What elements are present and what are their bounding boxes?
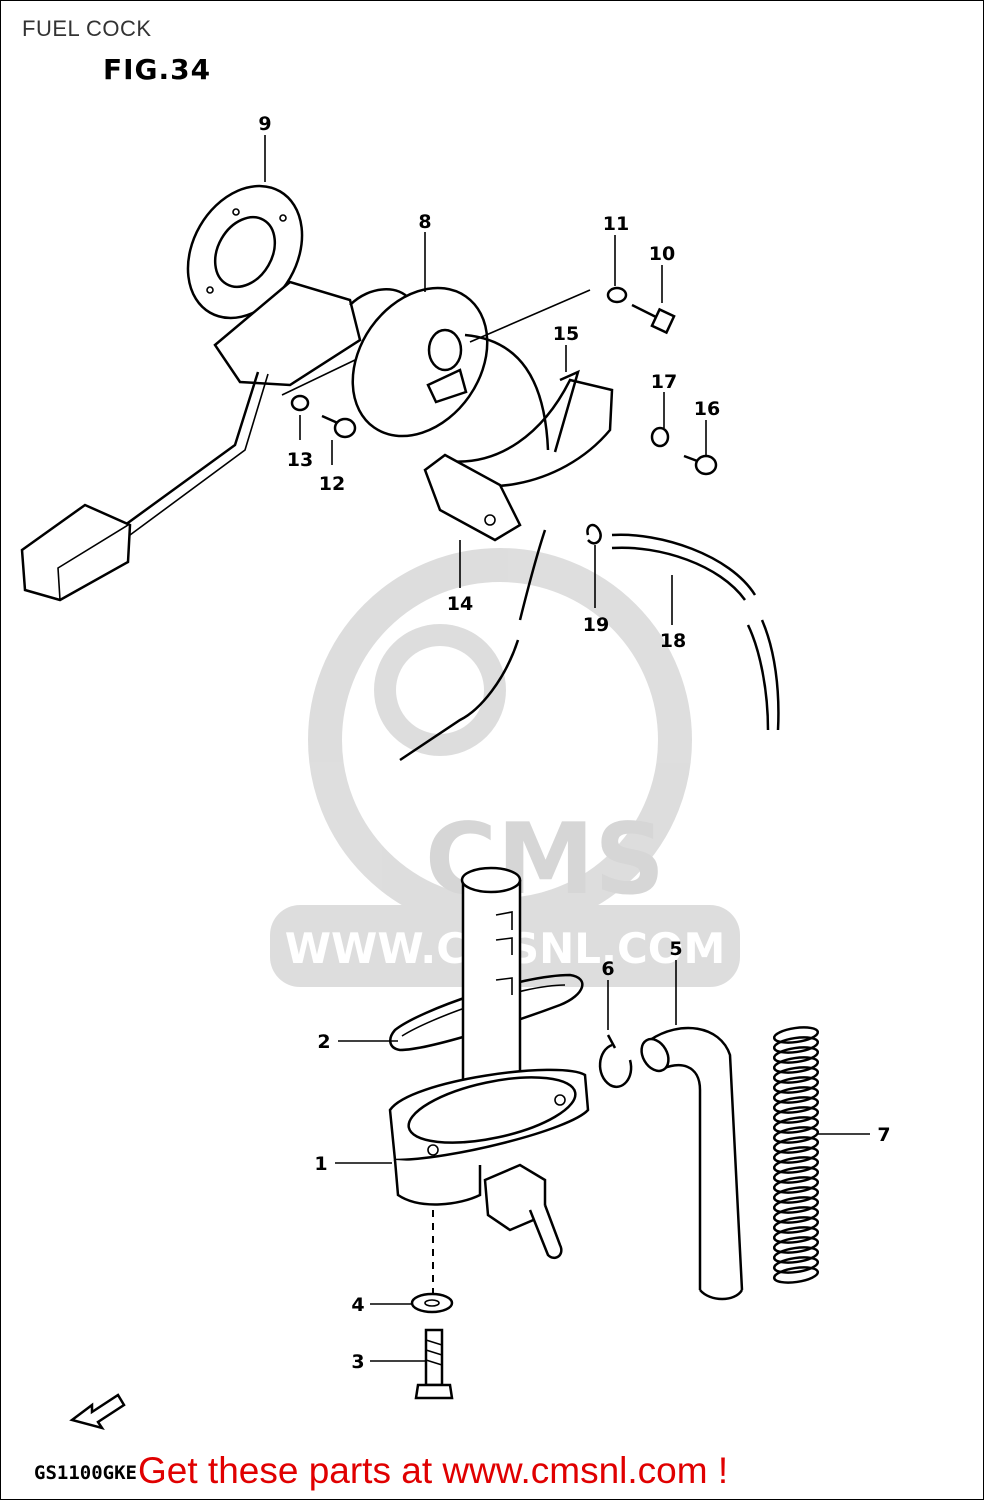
callout-18: 18 — [660, 630, 686, 652]
part-12-screw — [321, 414, 357, 439]
spring-coil — [772, 1076, 820, 1094]
spring-coil — [772, 1036, 820, 1054]
spring-coil — [772, 1226, 820, 1244]
spring-coil — [772, 1106, 820, 1124]
callout-8: 8 — [418, 211, 431, 233]
spring-coil — [772, 1246, 820, 1264]
part-17-washer — [650, 426, 670, 448]
callout-1: 1 — [314, 1153, 327, 1175]
front-arrow-icon — [69, 1393, 126, 1431]
callout-9: 9 — [258, 113, 271, 135]
leader-lines — [264, 135, 870, 1362]
spring-coil — [772, 1216, 820, 1234]
part-4-washer — [410, 1292, 454, 1314]
part-7-spring — [772, 1026, 820, 1284]
part-9-gasket — [186, 184, 304, 320]
lead-wire — [399, 639, 520, 762]
part-18-hose — [611, 546, 747, 601]
spring-coil — [772, 1266, 820, 1284]
callout-7: 7 — [877, 1124, 890, 1146]
spring-coil — [772, 1026, 820, 1044]
callout-11: 11 — [603, 213, 629, 235]
part-3-bolt — [414, 1328, 454, 1400]
spring-coil — [772, 1186, 820, 1204]
callout-19: 19 — [583, 614, 609, 636]
wire-harness — [464, 333, 550, 451]
callout-6: 6 — [601, 958, 614, 980]
part-14-bracket — [423, 453, 522, 542]
part-10-bolt — [631, 303, 676, 335]
spring-coil — [772, 1126, 820, 1144]
part-5-hose — [640, 1026, 744, 1301]
callout-13: 13 — [287, 449, 313, 471]
spring-coil — [772, 1206, 820, 1224]
part-11-washer — [606, 286, 628, 304]
callout-2: 2 — [317, 1031, 330, 1053]
spring-coil — [772, 1166, 820, 1184]
fuel-gauge-unit — [20, 280, 412, 602]
callout-12: 12 — [319, 473, 345, 495]
callout-15: 15 — [553, 323, 579, 345]
spring-coil — [772, 1116, 820, 1134]
spring-coil — [772, 1046, 820, 1064]
spring-coil — [772, 1146, 820, 1164]
spring-coil — [772, 1236, 820, 1254]
breather-tube — [518, 529, 547, 621]
spring-coil — [772, 1066, 820, 1084]
spring-coil — [772, 1176, 820, 1194]
callout-17: 17 — [651, 371, 677, 393]
spring-coil — [772, 1256, 820, 1274]
callout-10: 10 — [649, 243, 675, 265]
part-13-washer — [290, 394, 310, 412]
spring-coil — [772, 1156, 820, 1174]
spring-coil — [772, 1196, 820, 1214]
page-title: FUEL COCK — [22, 16, 152, 41]
figure-number: FIG.34 — [103, 53, 212, 86]
spring-coil — [772, 1056, 820, 1074]
model-code: GS1100GKE — [34, 1462, 137, 1484]
promo-banner: Get these parts at www.cmsnl.com ! — [138, 1450, 729, 1491]
callout-5: 5 — [669, 938, 682, 960]
callout-4: 4 — [351, 1294, 364, 1316]
watermark-logo-text: CMS — [425, 803, 665, 917]
part-19-clip — [586, 523, 602, 545]
callout-numbers: 9 8 11 10 15 17 16 13 12 14 19 18 6 5 2 … — [258, 113, 890, 1373]
spring-coil — [772, 1136, 820, 1154]
part-16-screw — [683, 454, 718, 476]
spring-coil — [772, 1086, 820, 1104]
callout-14: 14 — [447, 593, 473, 615]
spring-coil — [772, 1096, 820, 1114]
part-6-clip — [598, 1034, 633, 1088]
callout-3: 3 — [351, 1351, 364, 1373]
part-8-plate — [351, 286, 489, 438]
part-1-fuel-cock — [388, 866, 590, 1260]
callout-16: 16 — [694, 398, 720, 420]
